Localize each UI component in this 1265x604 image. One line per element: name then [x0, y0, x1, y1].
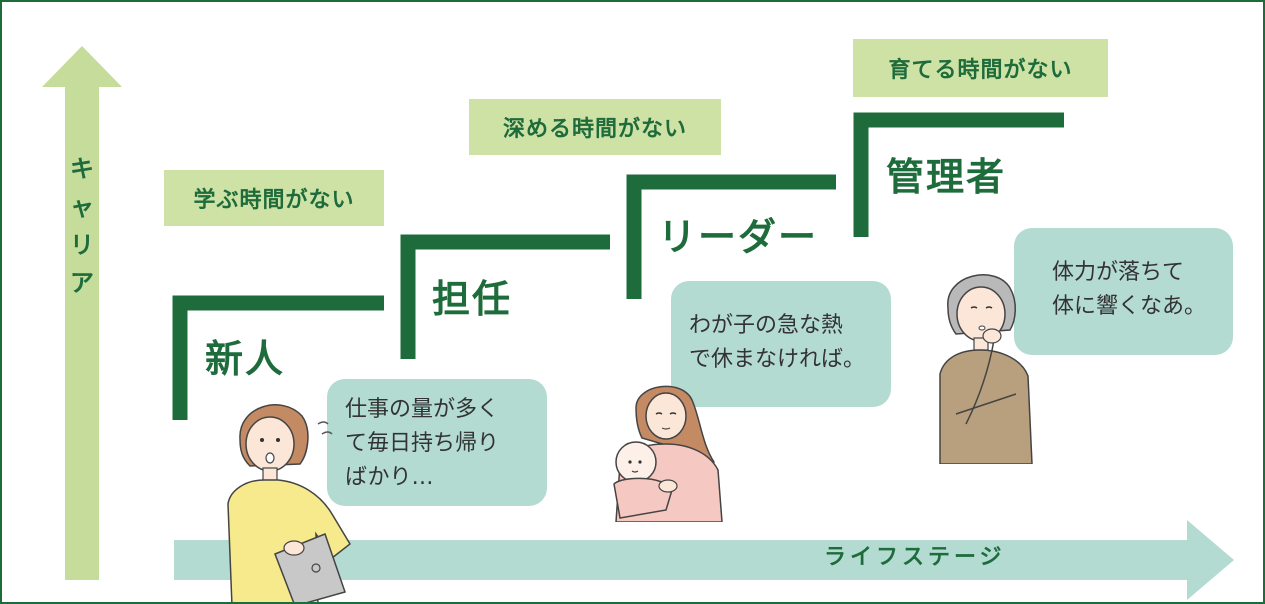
career-axis-label: キ ャ リ ア [62, 150, 102, 302]
bubble-line: 体力が落ちて [1052, 260, 1185, 285]
issue-label-nurture: 育てる時間がない [853, 39, 1108, 97]
step-line-leader [626, 174, 836, 299]
bubble-line: て毎日持ち帰り [345, 431, 500, 456]
stage-title-homeroom: 担任 [432, 277, 513, 321]
bubble-line: ばかり… [345, 465, 434, 490]
bubble-line: 仕事の量が多く [345, 397, 500, 422]
step-line-homeroom [400, 234, 610, 359]
career-arrow [42, 46, 122, 580]
step-line-newcomer [172, 295, 384, 420]
speech-bubble-workload: 仕事の量が多く て毎日持ち帰り ばかり… [327, 379, 547, 506]
issue-label-learn: 学ぶ時間がない [164, 170, 384, 226]
career-char: キ [70, 155, 94, 183]
issue-label-deepen: 深める時間がない [469, 99, 721, 155]
bubble-line: わが子の急な熱 [689, 313, 844, 338]
lifestage-axis-label: ライフステージ [824, 545, 1006, 570]
stage-title-newcomer: 新人 [205, 337, 286, 381]
speech-bubble-stamina: 体力が落ちて 体に響くなあ。 [1014, 228, 1233, 355]
career-char: リ [70, 231, 94, 259]
bubble-line: 体に響くなあ。 [1052, 294, 1207, 319]
lifestage-arrow [174, 520, 1234, 600]
bubble-line: で休まなければ。 [689, 347, 866, 372]
thinking-older-woman-icon [939, 274, 1033, 464]
stressed-woman-with-laptop-icon [227, 404, 351, 602]
career-char: ャ [70, 193, 94, 221]
speech-bubble-child-fever: わが子の急な熱 で休まなければ。 [671, 281, 891, 407]
stage-title-manager: 管理者 [886, 155, 1007, 199]
stage-title-leader: リーダー [658, 215, 819, 259]
step-line-manager [853, 112, 1064, 237]
mother-holding-baby-icon [613, 385, 723, 522]
career-char: ア [70, 269, 94, 297]
